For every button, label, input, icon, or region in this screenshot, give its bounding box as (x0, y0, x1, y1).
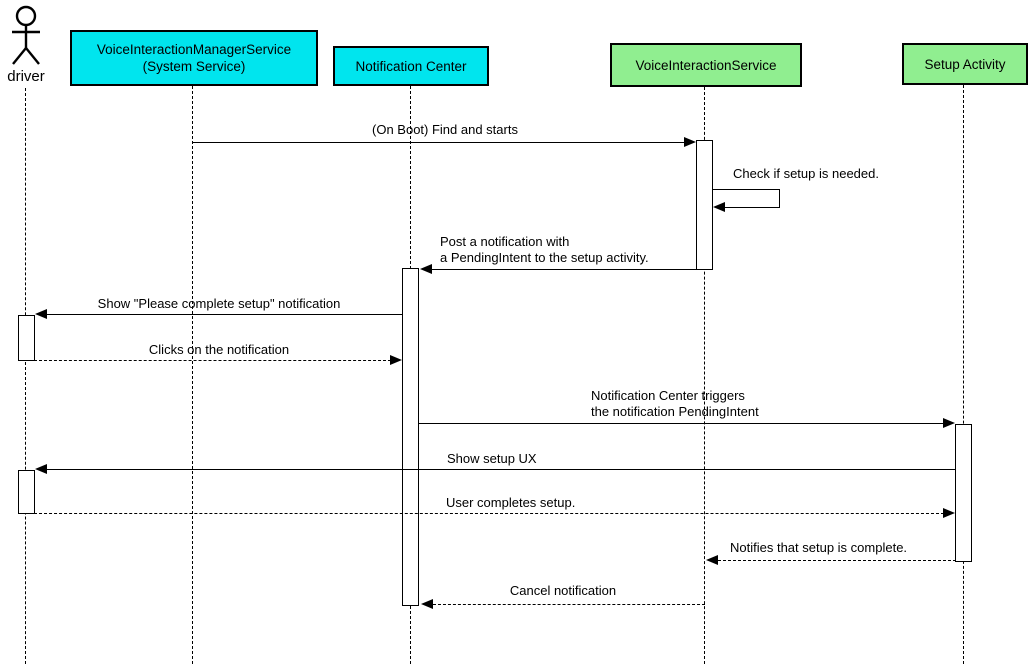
message-3-arrowhead (420, 264, 432, 274)
message-6-label-line2: the notification PendingIntent (591, 404, 759, 419)
message-7-label: Show setup UX (447, 451, 537, 466)
message-2-self-side (779, 189, 780, 208)
message-6-line (419, 423, 944, 424)
message-10-arrowhead (421, 599, 433, 609)
participant-vims-label-line1: VoiceInteractionManagerService (96, 42, 292, 57)
participant-voice-interaction-manager-service: VoiceInteractionManagerService (System S… (70, 30, 318, 86)
message-1-label: (On Boot) Find and starts (372, 122, 518, 137)
lifeline-voice-interaction-manager-service (192, 86, 193, 664)
message-7-arrowhead (35, 464, 47, 474)
message-3-line (432, 269, 697, 270)
message-9-line (718, 560, 956, 561)
participant-notification-center-label: Notification Center (355, 58, 467, 74)
message-7-line (47, 469, 956, 470)
lifeline-setup-activity (963, 85, 964, 664)
lifeline-voice-interaction-service (704, 87, 705, 664)
message-5-arrowhead (390, 355, 402, 365)
activation-driver-1 (18, 315, 35, 361)
message-5-label: Clicks on the notification (148, 342, 290, 357)
message-2-arrowhead (713, 202, 725, 212)
participant-voice-interaction-service-label: VoiceInteractionService (635, 57, 777, 73)
person-icon (12, 5, 40, 65)
message-9-arrowhead (706, 555, 718, 565)
participant-vims-label-line2: (System Service) (142, 59, 246, 74)
message-3-label-line2: a PendingIntent to the setup activity. (440, 250, 649, 265)
message-6-label: Notification Center triggers the notific… (591, 388, 759, 420)
participant-setup-activity-label: Setup Activity (924, 56, 1006, 72)
message-10-line (433, 604, 705, 605)
activation-setup-activity (955, 424, 972, 562)
lifeline-driver (25, 88, 26, 664)
message-9-label: Notifies that setup is complete. (730, 540, 908, 555)
message-5-line (34, 360, 391, 361)
participant-setup-activity: Setup Activity (902, 43, 1028, 85)
message-6-arrowhead (943, 418, 955, 428)
participant-driver: driver (0, 4, 52, 86)
activation-notification-center (402, 268, 419, 606)
message-4-label: Show "Please complete setup" notificatio… (97, 296, 341, 311)
message-8-arrowhead (943, 508, 955, 518)
message-8-label: User completes setup. (446, 495, 576, 510)
message-8-line (34, 513, 944, 514)
message-6-label-line1: Notification Center triggers (591, 388, 745, 403)
message-1-line (193, 142, 685, 143)
message-3-label: Post a notification with a PendingIntent… (440, 234, 649, 266)
message-2-label: Check if setup is needed. (733, 166, 879, 181)
message-4-arrowhead (35, 309, 47, 319)
activation-voice-interaction-service (696, 140, 713, 270)
message-1-arrowhead (684, 137, 696, 147)
participant-notification-center: Notification Center (333, 46, 489, 86)
activation-driver-2 (18, 470, 35, 514)
message-2-self-top (713, 189, 780, 190)
participant-voice-interaction-service: VoiceInteractionService (610, 43, 802, 87)
participant-driver-label: driver (7, 68, 45, 85)
message-4-line (47, 314, 403, 315)
message-2-self-bottom (725, 207, 780, 208)
message-3-label-line1: Post a notification with (440, 234, 570, 249)
message-10-label: Cancel notification (509, 583, 617, 598)
